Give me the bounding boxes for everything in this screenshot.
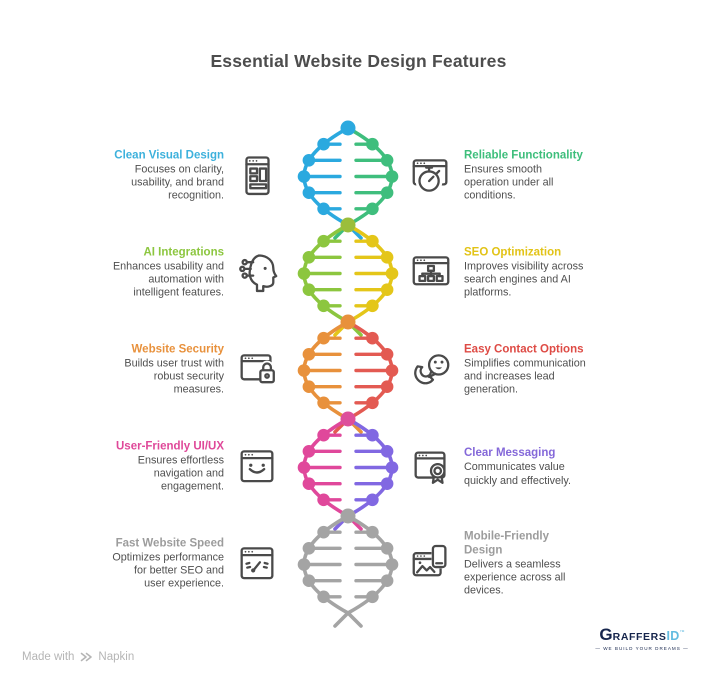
wireframe-layout-icon [245, 156, 270, 196]
feature-reliable-functionality: Reliable Functionality Ensures smooth op… [408, 149, 596, 204]
feature-mobile-friendly-design: Mobile-Friendly Design Delivers a seamle… [408, 530, 596, 599]
responsive-devices-icon [412, 544, 447, 577]
sitemap-browser-icon [412, 256, 450, 286]
speedometer-browser-icon [240, 547, 274, 580]
feature-ai-integrations: AI Integrations Enhances usability and a… [108, 246, 280, 301]
feature-clear-messaging: Clear Messaging Communicates value quick… [408, 444, 596, 490]
feature-heading: Clean Visual Design [114, 149, 224, 162]
feature-heading: Reliable Functionality [464, 149, 583, 162]
feature-description: Enhances usability and automation with i… [112, 260, 224, 300]
award-browser-icon [414, 451, 446, 484]
brand-initial: G [599, 625, 613, 644]
phone-chat-icon [414, 354, 450, 385]
feature-heading: Website Security [131, 343, 224, 356]
brand-tagline: — WE BUILD YOUR DREAMS — [595, 646, 689, 651]
feature-description: Focuses on clarity, usability, and brand… [131, 163, 224, 203]
brand-suffix: ID [666, 629, 680, 643]
ai-head-circuit-icon [239, 254, 278, 293]
feature-heading: User-Friendly UI/UX [116, 440, 224, 453]
trademark-mark: ™ [679, 629, 685, 636]
stopwatch-browser-icon [412, 159, 448, 195]
feature-heading: Mobile-Friendly Design [464, 530, 549, 557]
feature-user-friendly-uiux: User-Friendly UI/UX Ensures effortless n… [108, 440, 280, 495]
feature-description: Ensures smooth operation under all condi… [464, 163, 554, 203]
feature-heading: AI Integrations [143, 246, 224, 259]
graffersid-logo: GRAFFERSID™ — WE BUILD YOUR DREAMS — [583, 626, 701, 652]
napkin-attribution-link[interactable]: Made with Napkin [22, 650, 134, 664]
browser-padlock-icon [240, 354, 275, 384]
napkin-label: Napkin [98, 651, 135, 663]
feature-description: Optimizes performance for better SEO and… [112, 551, 224, 591]
feature-heading: Clear Messaging [464, 447, 556, 460]
made-with-label: Made with [22, 651, 75, 663]
feature-website-security: Website Security Builds user trust with … [108, 343, 280, 398]
feature-description: Improves visibility across search engine… [464, 260, 584, 300]
feature-easy-contact-options: Easy Contact Options Simplifies communic… [408, 343, 596, 398]
page-title: Essential Website Design Features [210, 51, 507, 71]
feature-heading: Easy Contact Options [464, 343, 584, 356]
feature-heading: Fast Website Speed [115, 537, 224, 550]
napkin-logo-icon [81, 652, 93, 662]
feature-fast-website-speed: Fast Website Speed Optimizes performance… [108, 537, 280, 592]
feature-clean-visual-design: Clean Visual Design Focuses on clarity, … [108, 149, 280, 204]
feature-description: Ensures effortless navigation and engage… [137, 454, 224, 494]
feature-description: Builds user trust with robust security m… [124, 357, 224, 397]
feature-description: Delivers a seamless experience across al… [464, 558, 566, 598]
feature-seo-optimization: SEO Optimization Improves visibility acr… [408, 246, 596, 301]
dna-helix-graphic [297, 120, 399, 628]
feature-description: Simplifies communication and increases l… [464, 357, 586, 397]
smiley-browser-icon [240, 450, 274, 483]
feature-heading: SEO Optimization [464, 246, 562, 259]
brand-name: RAFFERS [612, 631, 667, 643]
feature-description: Communicates value quickly and effective… [464, 461, 572, 487]
